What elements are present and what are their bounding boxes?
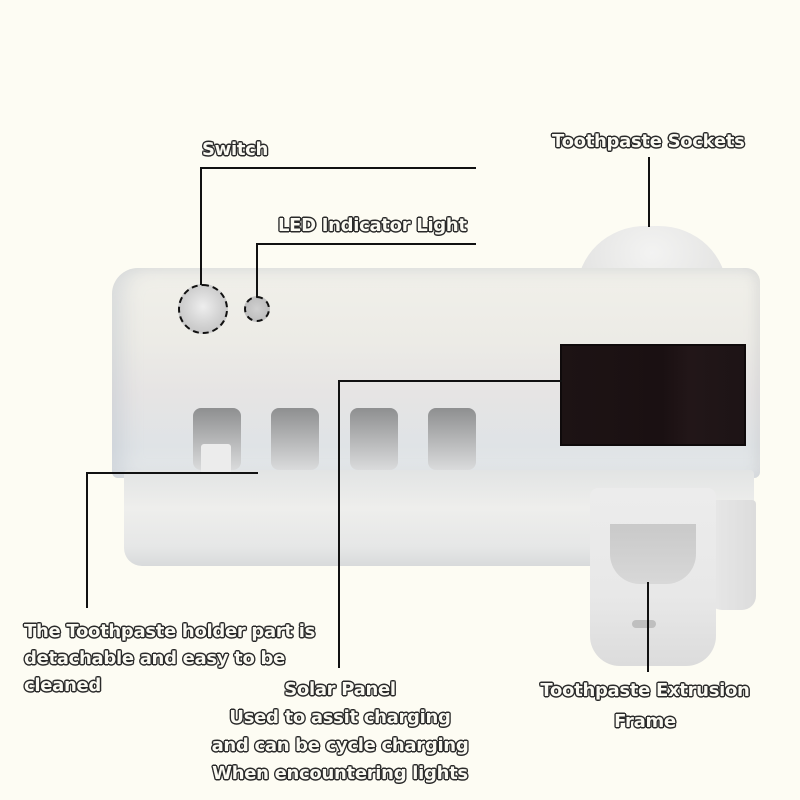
brush-slot <box>428 408 476 470</box>
extrusion-frame-opening <box>610 524 696 584</box>
solar-label-line2: Used to assit charging <box>229 707 451 728</box>
frame-callout-line <box>647 582 649 672</box>
led-callout-line <box>256 243 476 245</box>
switch-button <box>178 284 228 334</box>
holder-tab <box>201 444 231 474</box>
solar-callout-line-vertical <box>338 380 340 668</box>
brush-slot <box>350 408 398 470</box>
extrusion-frame <box>590 488 716 666</box>
holder-label-line1: The Toothpaste holder part is <box>24 621 315 642</box>
solar-panel <box>560 344 746 446</box>
holder-callout-line <box>86 472 258 474</box>
solar-callout-line <box>338 380 562 382</box>
solar-label-line3: and can be cycle charging <box>211 735 469 756</box>
switch-callout-line-vertical <box>200 167 202 285</box>
brush-slot <box>193 408 241 474</box>
solar-label-line1: Solar Panel <box>284 679 396 700</box>
sockets-callout-line <box>648 157 650 227</box>
frame-label-line1: Toothpaste Extrusion <box>540 680 750 701</box>
holder-label-line2: detachable and easy to be <box>24 648 286 669</box>
toothpaste-sockets-label: Toothpaste Sockets <box>552 131 745 152</box>
solar-label-line4: When encountering lights <box>212 763 468 784</box>
brush-slot <box>271 408 319 470</box>
led-indicator-label: LED Indicator Light <box>278 215 467 236</box>
frame-label-line2: Frame <box>614 711 676 732</box>
led-callout-line-vertical <box>256 243 258 297</box>
holder-callout-line-vertical <box>86 472 88 608</box>
switch-callout-line <box>200 167 476 169</box>
holder-label-line3: cleaned <box>24 675 102 696</box>
frame-side-part <box>708 500 756 610</box>
led-indicator <box>244 296 270 322</box>
switch-label: Switch <box>202 139 269 160</box>
extrusion-frame-slot <box>632 620 656 628</box>
